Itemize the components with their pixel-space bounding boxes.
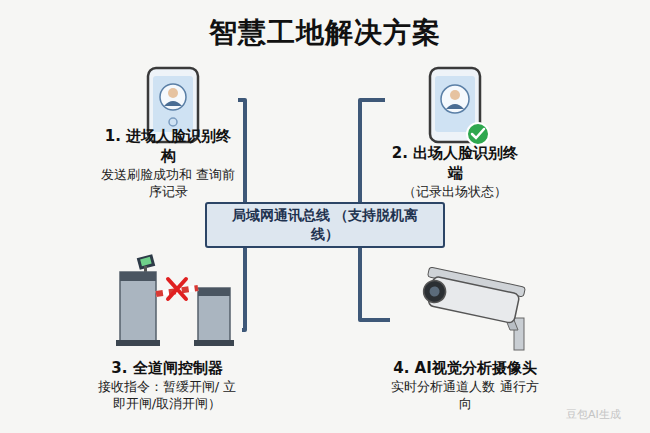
device-node: 4. AI视觉分析摄像头实时分析通道人数 通行方向 bbox=[390, 254, 540, 412]
node-heading: 2. 出场人脸识别终端 bbox=[385, 143, 525, 183]
node-body: 发送刷脸成功和 查询前序记录 bbox=[98, 166, 238, 200]
diagram-title: 智慧工地解决方案 bbox=[0, 14, 650, 52]
node-body: 接收指令：暂缓开闸/ 立即开闸/取消开闸） bbox=[92, 378, 242, 412]
device-node: 1. 进场人脸识别终构发送刷脸成功和 查询前序记录 bbox=[98, 64, 238, 200]
bus-connector bbox=[360, 100, 385, 202]
bus-connector bbox=[360, 248, 390, 320]
bus-box: 局域网通讯总线 （支持脱机离线） bbox=[205, 202, 445, 248]
node-body: 实时分析通道人数 通行方向 bbox=[390, 378, 540, 412]
phone-icon bbox=[430, 68, 489, 145]
node-heading: 局域网通讯总线 （支持脱机离线） bbox=[229, 206, 421, 244]
bus-connector bbox=[242, 248, 245, 330]
node-heading: 3. 全道闸控制器 bbox=[111, 358, 222, 378]
node-body: （记录出场状态） bbox=[403, 183, 507, 200]
device-node: 3. 全道闸控制器接收指令：暂缓开闸/ 立即开闸/取消开闸） bbox=[92, 254, 242, 412]
watermark: 豆包AI生成 bbox=[566, 407, 621, 422]
node-heading: 1. 进场人脸识别终构 bbox=[98, 126, 238, 166]
turnstile-gate bbox=[116, 254, 234, 346]
device-node: 2. 出场人脸识别终端（记录出场状态） bbox=[385, 64, 525, 200]
node-heading: 4. AI视觉分析摄像头 bbox=[393, 358, 537, 378]
bus-connector bbox=[238, 100, 245, 202]
camera-icon bbox=[421, 267, 526, 350]
